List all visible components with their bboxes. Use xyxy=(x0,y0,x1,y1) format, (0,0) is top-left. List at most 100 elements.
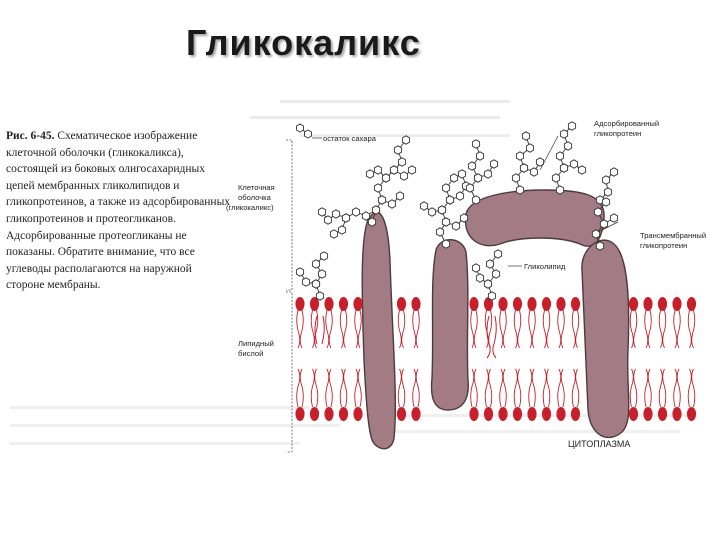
sugar-residue xyxy=(522,132,529,140)
sugar-residue xyxy=(484,170,491,178)
protein-body xyxy=(362,212,395,449)
sugar-residue xyxy=(456,192,463,200)
lipid-tail-pair xyxy=(572,369,579,407)
lipid-tail-pair xyxy=(500,310,507,348)
sugar-residue xyxy=(338,226,345,234)
lipid-head-inner xyxy=(498,407,507,421)
sugar-residue xyxy=(458,170,465,178)
label-lipid-bilayer-1: Липидный xyxy=(238,339,274,348)
adsorbed-glycoprotein xyxy=(465,190,604,246)
lipid-head-outer xyxy=(397,297,406,311)
lipid-head-inner xyxy=(324,407,333,421)
sugar-residue xyxy=(398,158,405,166)
lipid-tail-pair xyxy=(398,310,405,348)
sugar-residue xyxy=(396,192,403,200)
label-adsorbed-glycoprotein-2: гликопротеин xyxy=(594,129,641,138)
sugar-residue xyxy=(442,218,449,226)
sugar-residue xyxy=(512,174,519,182)
lipid-tail-pair xyxy=(529,310,536,348)
label-lipid-bilayer-2: бислой xyxy=(238,349,263,358)
sugar-residue xyxy=(556,152,563,160)
lipid-tail-pair xyxy=(485,369,492,407)
protein-body xyxy=(582,240,629,437)
sugar-residue xyxy=(352,208,359,216)
lipid-head-outer xyxy=(295,297,304,311)
sugar-residue xyxy=(302,278,309,286)
lipid-tail-pair xyxy=(413,369,420,407)
protein-body xyxy=(432,240,469,410)
sugar-residue xyxy=(610,168,617,176)
sugar-residue xyxy=(560,130,567,138)
sugar-residue xyxy=(472,196,479,204)
lipid-tail-pair xyxy=(297,369,304,407)
sugar-residue xyxy=(378,196,385,204)
lipid-head-inner xyxy=(643,407,652,421)
sugar-residue xyxy=(488,292,495,300)
sugar-residue xyxy=(494,250,501,258)
lipid-tail-pair xyxy=(572,310,579,348)
sugar-residue xyxy=(474,174,481,182)
sugar-residue xyxy=(374,184,381,192)
sugar-residue xyxy=(305,130,312,138)
label-cell-coat-1: Клеточная xyxy=(238,183,275,192)
lipid-head-outer xyxy=(411,297,420,311)
lipid-head-inner xyxy=(295,407,304,421)
sugar-residue xyxy=(568,122,575,130)
lipid-head-outer xyxy=(324,297,333,311)
lipid-head-inner xyxy=(542,407,551,421)
lipid-head-inner xyxy=(397,407,406,421)
sugar-residue xyxy=(394,146,401,154)
sugar-residue xyxy=(452,222,459,230)
sugar-residue xyxy=(610,214,617,222)
sugar-residue xyxy=(578,166,585,174)
sugar-residue xyxy=(468,162,475,170)
lipid-head-inner xyxy=(527,407,536,421)
label-cytoplasm: ЦИТОПЛАЗМА xyxy=(568,439,630,449)
lipid-tail-pair xyxy=(688,310,695,348)
lipid-head-inner xyxy=(556,407,565,421)
sugar-residue xyxy=(602,176,609,184)
lipid-tail-pair xyxy=(674,369,681,407)
sugar-residue xyxy=(484,280,491,288)
lipid-tail-pair xyxy=(311,369,318,407)
label-glycolipid: Гликолипид xyxy=(524,262,566,271)
sugar-residue xyxy=(420,202,427,210)
lipid-tail-pair xyxy=(543,369,550,407)
sugar-residue xyxy=(516,186,523,194)
sugar-residue xyxy=(312,260,319,268)
sugar-residue xyxy=(490,160,497,168)
label-transmembrane-glycoprotein-2: гликопротеин xyxy=(640,241,687,250)
lipid-tail-pair xyxy=(355,369,362,407)
label-cell-coat-3: (гликокаликс) xyxy=(226,203,274,212)
lipid-head-outer xyxy=(687,297,696,311)
sugar-residue xyxy=(382,174,389,182)
lipid-tail-pair xyxy=(514,310,521,348)
lipid-head-outer xyxy=(513,297,522,311)
sugar-residue xyxy=(366,170,373,178)
sugar-residue xyxy=(442,240,449,248)
sugar-residue xyxy=(316,292,323,300)
lipid-tail-pair xyxy=(326,310,333,348)
sugar-residue xyxy=(570,160,577,168)
sugar-residue xyxy=(400,172,407,180)
sugar-residue xyxy=(374,166,381,174)
lipid-head-inner xyxy=(484,407,493,421)
sugar-residue xyxy=(362,212,369,220)
sugar-residue xyxy=(476,274,483,282)
lipid-tail-pair xyxy=(355,310,362,348)
sugar-residue xyxy=(312,280,319,288)
sugar-residue xyxy=(368,218,375,226)
lipid-head-outer xyxy=(527,297,536,311)
lipid-head-inner xyxy=(629,407,638,421)
lipid-head-inner xyxy=(571,407,580,421)
lipid-tail-pair xyxy=(645,310,652,348)
lipid-tail-pair xyxy=(398,369,405,407)
sugar-residue xyxy=(600,220,607,228)
lipid-tail-pair xyxy=(630,369,637,407)
protein-body xyxy=(465,190,604,246)
lipid-head-outer xyxy=(643,297,652,311)
lipid-tail-pair xyxy=(514,369,521,407)
glycolipid-tails xyxy=(315,316,496,358)
label-cell-coat-2: оболочка xyxy=(238,193,272,202)
sugar-residue xyxy=(476,152,483,160)
